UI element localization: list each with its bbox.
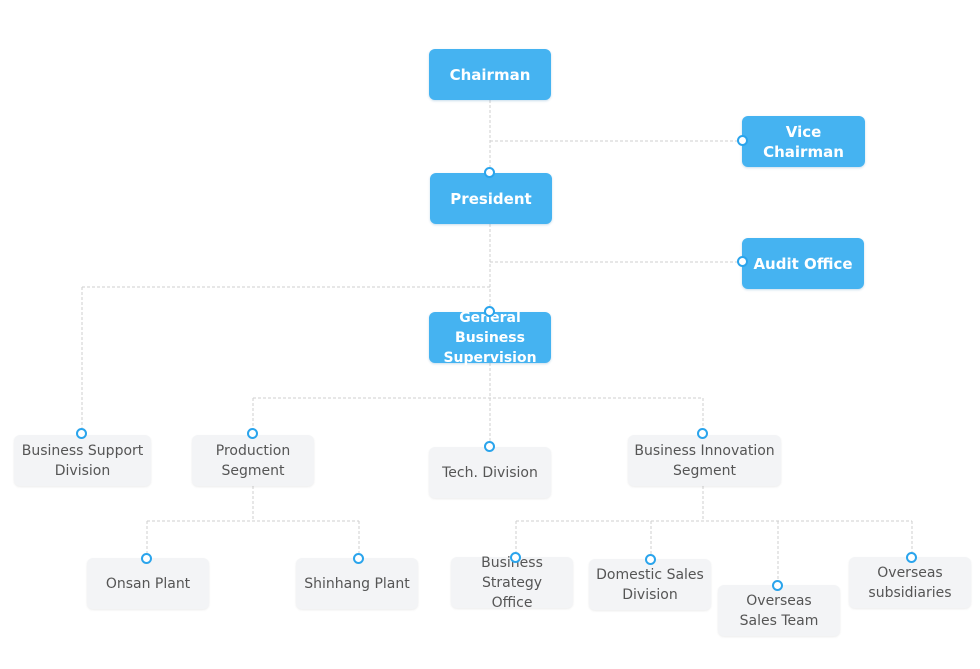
node-domestic-sales-division: Domestic Sales Division <box>589 559 711 610</box>
connector-dot-shinhang <box>353 553 364 564</box>
connector-dot-production <box>247 428 258 439</box>
node-onsan-plant-label: Onsan Plant <box>105 575 191 592</box>
node-onsan-plant: Onsan Plant <box>87 558 209 609</box>
node-overseas-subsidiaries-label: Overseas subsidiaries <box>868 564 952 601</box>
node-business-innovation-segment: Business Innovation Segment <box>628 435 781 486</box>
node-tech-division: Tech. Division <box>429 447 551 498</box>
node-president: President <box>430 173 552 224</box>
node-audit-office: Audit Office <box>742 238 864 289</box>
connector-dot-audit-office <box>737 256 748 267</box>
node-overseas-subsidiaries: Overseas subsidiaries <box>849 557 971 608</box>
connector-dot-strategy <box>510 552 521 563</box>
node-production-segment-label: Production Segment <box>215 442 291 479</box>
connector-dot-president <box>484 167 495 178</box>
connector-dot-vice-chairman <box>737 135 748 146</box>
node-chairman-label: Chairman <box>449 65 531 84</box>
node-business-strategy-office: Business Strategy Office <box>451 555 573 611</box>
connector-dot-onsan <box>141 553 152 564</box>
node-president-label: President <box>450 189 532 208</box>
node-shinhang-plant: Shinhang Plant <box>296 558 418 609</box>
node-business-support-division: Business Support Division <box>14 435 151 486</box>
node-vice-chairman: Vice Chairman <box>742 116 865 167</box>
node-business-innovation-segment-label: Business Innovation Segment <box>634 442 775 479</box>
node-business-strategy-office-label: Business Strategy Office <box>481 554 543 611</box>
connector-dot-subsidiaries <box>906 552 917 563</box>
connector-dot-overseas-sales <box>772 580 783 591</box>
node-audit-office-label: Audit Office <box>753 254 853 273</box>
node-chairman: Chairman <box>429 49 551 100</box>
node-tech-division-label: Tech. Division <box>442 464 538 481</box>
node-general-business-supervision: General Business Supervision <box>429 310 551 366</box>
connector-dot-tech <box>484 441 495 452</box>
node-overseas-sales-team: Overseas Sales Team <box>718 585 840 636</box>
node-vice-chairman-label: Vice Chairman <box>763 122 844 161</box>
connector-dot-business-support <box>76 428 87 439</box>
node-general-business-supervision-label: General Business Supervision <box>443 309 537 366</box>
node-shinhang-plant-label: Shinhang Plant <box>304 575 410 592</box>
node-production-segment: Production Segment <box>192 435 314 486</box>
connector-dot-supervision <box>484 306 495 317</box>
node-business-support-division-label: Business Support Division <box>21 442 144 479</box>
node-domestic-sales-division-label: Domestic Sales Division <box>596 566 704 603</box>
connector-dot-innovation <box>697 428 708 439</box>
node-overseas-sales-team-label: Overseas Sales Team <box>739 592 819 629</box>
connector-dot-domestic <box>645 554 656 565</box>
